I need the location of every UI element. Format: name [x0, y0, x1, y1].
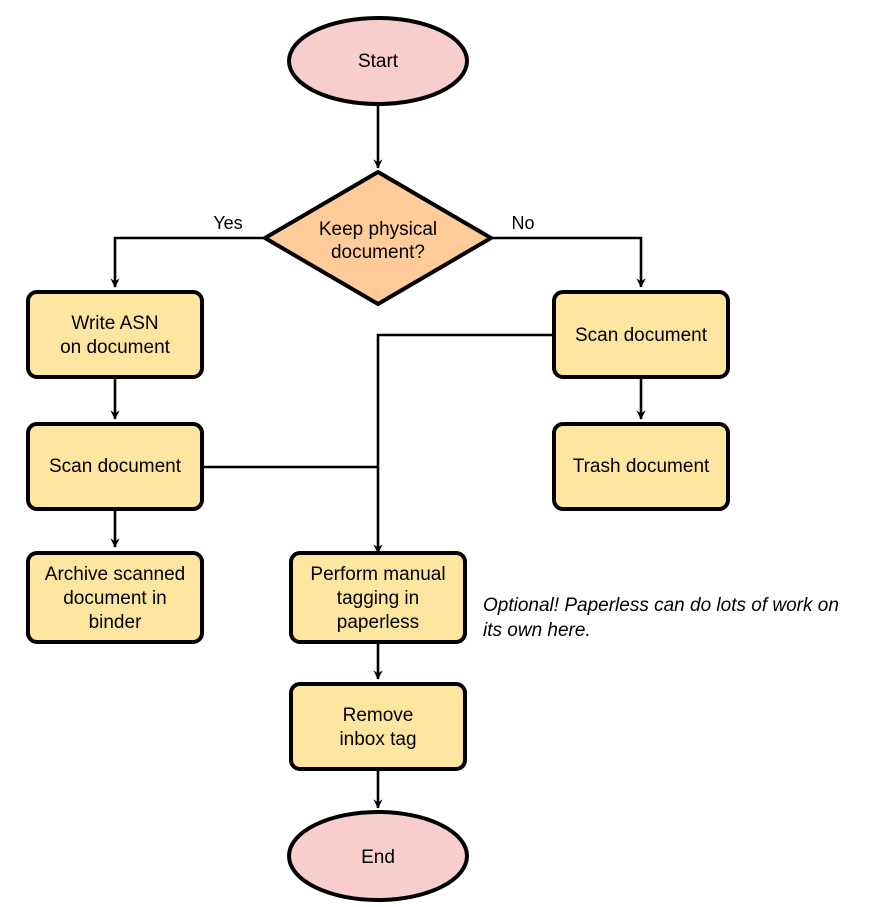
start-label: Start: [358, 51, 399, 72]
node-start[interactable]: Start: [287, 16, 469, 106]
node-write-asn-on-document[interactable]: Write ASN on document: [26, 290, 204, 379]
scan-document-right-rect-shape: [552, 290, 730, 379]
node-remove-inbox-tag[interactable]: Remove inbox tag: [289, 682, 467, 771]
node-scan-document-left[interactable]: Scan document: [26, 422, 204, 511]
remove-inbox-tag-label-line2: inbox tag: [339, 729, 416, 750]
edge-decision-yes-to-write-asn: [110, 236, 264, 288]
end-label: End: [361, 847, 395, 868]
decision-label-line1: Keep physical: [319, 219, 437, 240]
edge-label-no: No: [511, 213, 534, 233]
scan-document-left-rect-shape: [26, 422, 204, 511]
decision-diamond-shape: [263, 170, 493, 306]
connector-layer: [110, 104, 646, 809]
write-asn-label-line1: Write ASN: [71, 313, 158, 334]
scan-document-left-label: Scan document: [49, 456, 182, 477]
remove-inbox-tag-rect-shape: [289, 682, 467, 771]
scan-document-right-label: Scan document: [575, 325, 708, 346]
edge-scan-right-to-tagging: [373, 333, 553, 554]
annotation-optional-note: Optional! Paperless can do lots of work …: [483, 595, 839, 641]
node-perform-manual-tagging[interactable]: Perform manual tagging in paperless: [289, 551, 467, 644]
decision-label-line2: document?: [331, 242, 425, 263]
archive-label-line1: Archive scanned: [45, 564, 185, 585]
start-ellipse-shape: [287, 16, 469, 106]
edge-label-yes: Yes: [213, 213, 242, 233]
tagging-label-line2: tagging in: [337, 588, 419, 609]
node-scan-document-right[interactable]: Scan document: [552, 290, 730, 379]
end-ellipse-shape: [287, 810, 469, 902]
node-end[interactable]: End: [287, 810, 469, 902]
write-asn-label-line2: on document: [60, 337, 171, 358]
trash-document-rect-shape: [552, 422, 730, 511]
remove-inbox-tag-label-line1: Remove: [343, 705, 414, 726]
trash-document-label: Trash document: [573, 456, 710, 477]
edge-decision-no-to-scan-right: [491, 236, 646, 288]
annotation-line1: Optional! Paperless can do lots of work …: [483, 595, 839, 616]
annotation-line2: its own here.: [483, 620, 591, 641]
archive-rect-shape: [26, 551, 204, 644]
node-keep-physical-document-decision[interactable]: Keep physical document?: [263, 170, 493, 306]
node-trash-document[interactable]: Trash document: [552, 422, 730, 511]
node-archive-scanned-document[interactable]: Archive scanned document in binder: [26, 551, 204, 644]
write-asn-rect-shape: [26, 290, 204, 379]
tagging-label-line3: paperless: [337, 612, 419, 633]
tagging-rect-shape: [289, 551, 467, 644]
archive-label-line2: document in: [63, 588, 167, 609]
tagging-label-line1: Perform manual: [310, 564, 445, 585]
archive-label-line3: binder: [89, 612, 142, 633]
